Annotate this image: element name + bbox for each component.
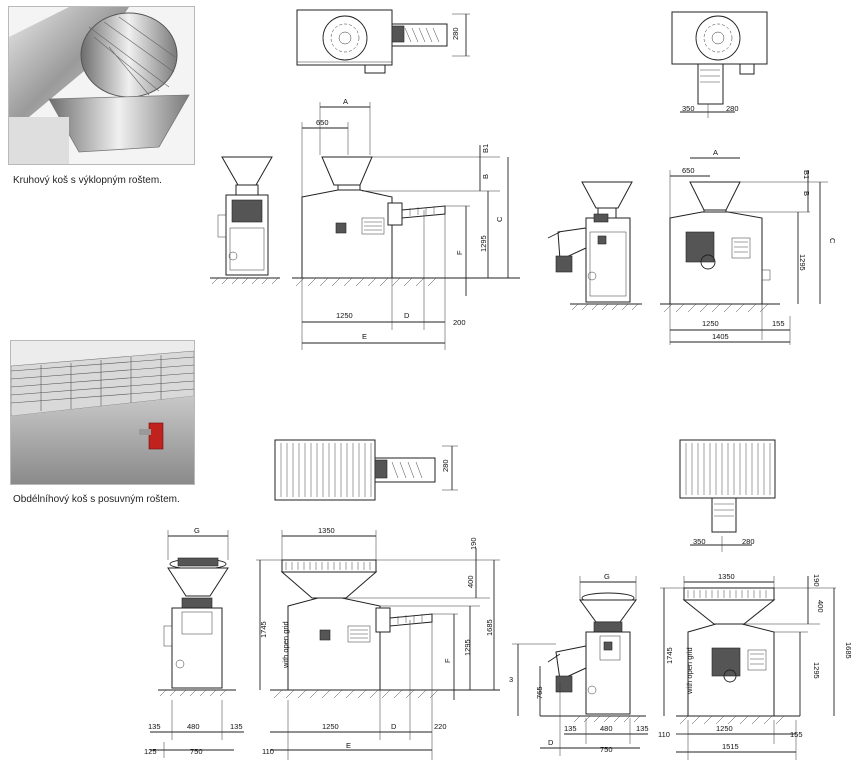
dim-155-1: 155	[772, 319, 785, 328]
dim-1295-3: 1295	[463, 639, 472, 656]
dim-135-b: 135	[230, 722, 243, 731]
dim-G-2: G	[604, 572, 610, 581]
dim-B-2: B	[802, 191, 811, 196]
front-view-left-2: 1350 1745 with open grid 190 400 1685 12…	[256, 526, 500, 760]
dim-G-1: G	[194, 526, 200, 535]
dim-480-2: 480	[600, 724, 613, 733]
dim-1405: 1405	[712, 332, 729, 341]
dim-1515: 1515	[722, 742, 739, 751]
front-view-right-2: 1350 1745 with open grid 190 400 1685 12…	[658, 572, 853, 760]
dim-155-2: 155	[790, 730, 803, 739]
side-view-right-2: G 3 765 135 480 135 D 750	[509, 572, 649, 756]
dim-750-1: 750	[190, 747, 203, 756]
top-view-rect-right: 350 280	[679, 439, 776, 552]
dim-110-2: 110	[658, 730, 670, 739]
dim-1685-1: 1685	[485, 619, 494, 636]
dim-400-1: 400	[466, 575, 475, 588]
dim-110-1: 110	[262, 747, 274, 756]
dim-1250-2: 1250	[702, 319, 719, 328]
front-view-left-1: A 650 B1 B C 1295 F 1250 D	[292, 97, 520, 350]
dim-480-1: 480	[187, 722, 200, 731]
dim-135-c: 135	[564, 724, 577, 733]
dim-top2-280: 280	[726, 104, 739, 113]
dim-C-1: C	[495, 216, 504, 222]
front-view-right-1: A 650 B1 B C 1295 1250 155 1405	[660, 148, 837, 345]
dim-top4-280: 280	[742, 537, 755, 546]
dim-1745-1: 1745	[259, 621, 268, 638]
with-open-grid-2: with open grid	[685, 647, 694, 695]
dim-D-3: D	[548, 738, 554, 747]
dim-1295-4: 1295	[812, 662, 821, 679]
dim-1685-2: 1685	[844, 642, 853, 659]
dim-top4-350: 350	[693, 537, 706, 546]
dim-400-2: 400	[816, 600, 825, 613]
dim-1295-1: 1295	[479, 235, 488, 252]
dim-135-a: 135	[148, 722, 161, 731]
dim-1350-1: 1350	[318, 526, 335, 535]
top-view-round-left: 280	[296, 9, 470, 74]
dim-3: 3	[509, 675, 513, 684]
dim-765: 765	[535, 686, 544, 699]
dim-190-2: 190	[812, 574, 821, 587]
dim-750-2: 750	[600, 745, 613, 754]
dim-top1-280: 280	[451, 27, 460, 40]
rect-basket-caption: Obdélníhový koš s posuvným roštem.	[13, 494, 180, 505]
dim-top2-350: 350	[682, 104, 695, 113]
dim-1295-2: 1295	[798, 254, 807, 271]
side-view-left-1	[210, 156, 280, 285]
rect-basket-photo	[10, 340, 195, 485]
dim-1350-2: 1350	[718, 572, 735, 581]
side-view-right-1	[547, 181, 642, 311]
dim-1250-4: 1250	[716, 724, 733, 733]
dim-B1-1: B1	[481, 144, 490, 153]
dim-D-2: D	[391, 722, 397, 731]
side-view-left-2: G 135 480 135 125 750	[144, 526, 244, 758]
dim-650-2: 650	[682, 166, 695, 175]
dim-top3-280: 280	[441, 459, 450, 472]
dim-B1-2: B1	[802, 170, 811, 179]
dim-F-1: F	[455, 250, 464, 255]
dim-A-1: A	[343, 97, 348, 106]
dim-220: 220	[434, 722, 447, 731]
dim-D-1: D	[404, 311, 410, 320]
dim-1250-3: 1250	[322, 722, 339, 731]
dim-E-2: E	[346, 741, 351, 750]
dim-A-2: A	[713, 148, 718, 157]
dim-B-1: B	[481, 174, 490, 179]
dim-C-2: C	[828, 238, 837, 244]
dim-F-2: F	[443, 658, 452, 663]
with-open-grid-1: with open grid	[281, 621, 290, 669]
dim-190-1: 190	[469, 537, 478, 550]
dim-650-1: 650	[316, 118, 329, 127]
top-view-round-right: 350 280	[671, 11, 768, 118]
dim-125: 125	[144, 747, 157, 756]
top-view-rect-left: 280	[274, 439, 458, 501]
dim-E-1: E	[362, 332, 367, 341]
dim-200: 200	[453, 318, 466, 327]
round-basket-caption: Kruhový koš s výklopným roštem.	[13, 175, 162, 186]
dim-1745-2: 1745	[665, 647, 674, 664]
dim-135-d: 135	[636, 724, 649, 733]
dim-1250-1: 1250	[336, 311, 353, 320]
round-basket-photo	[8, 6, 195, 165]
